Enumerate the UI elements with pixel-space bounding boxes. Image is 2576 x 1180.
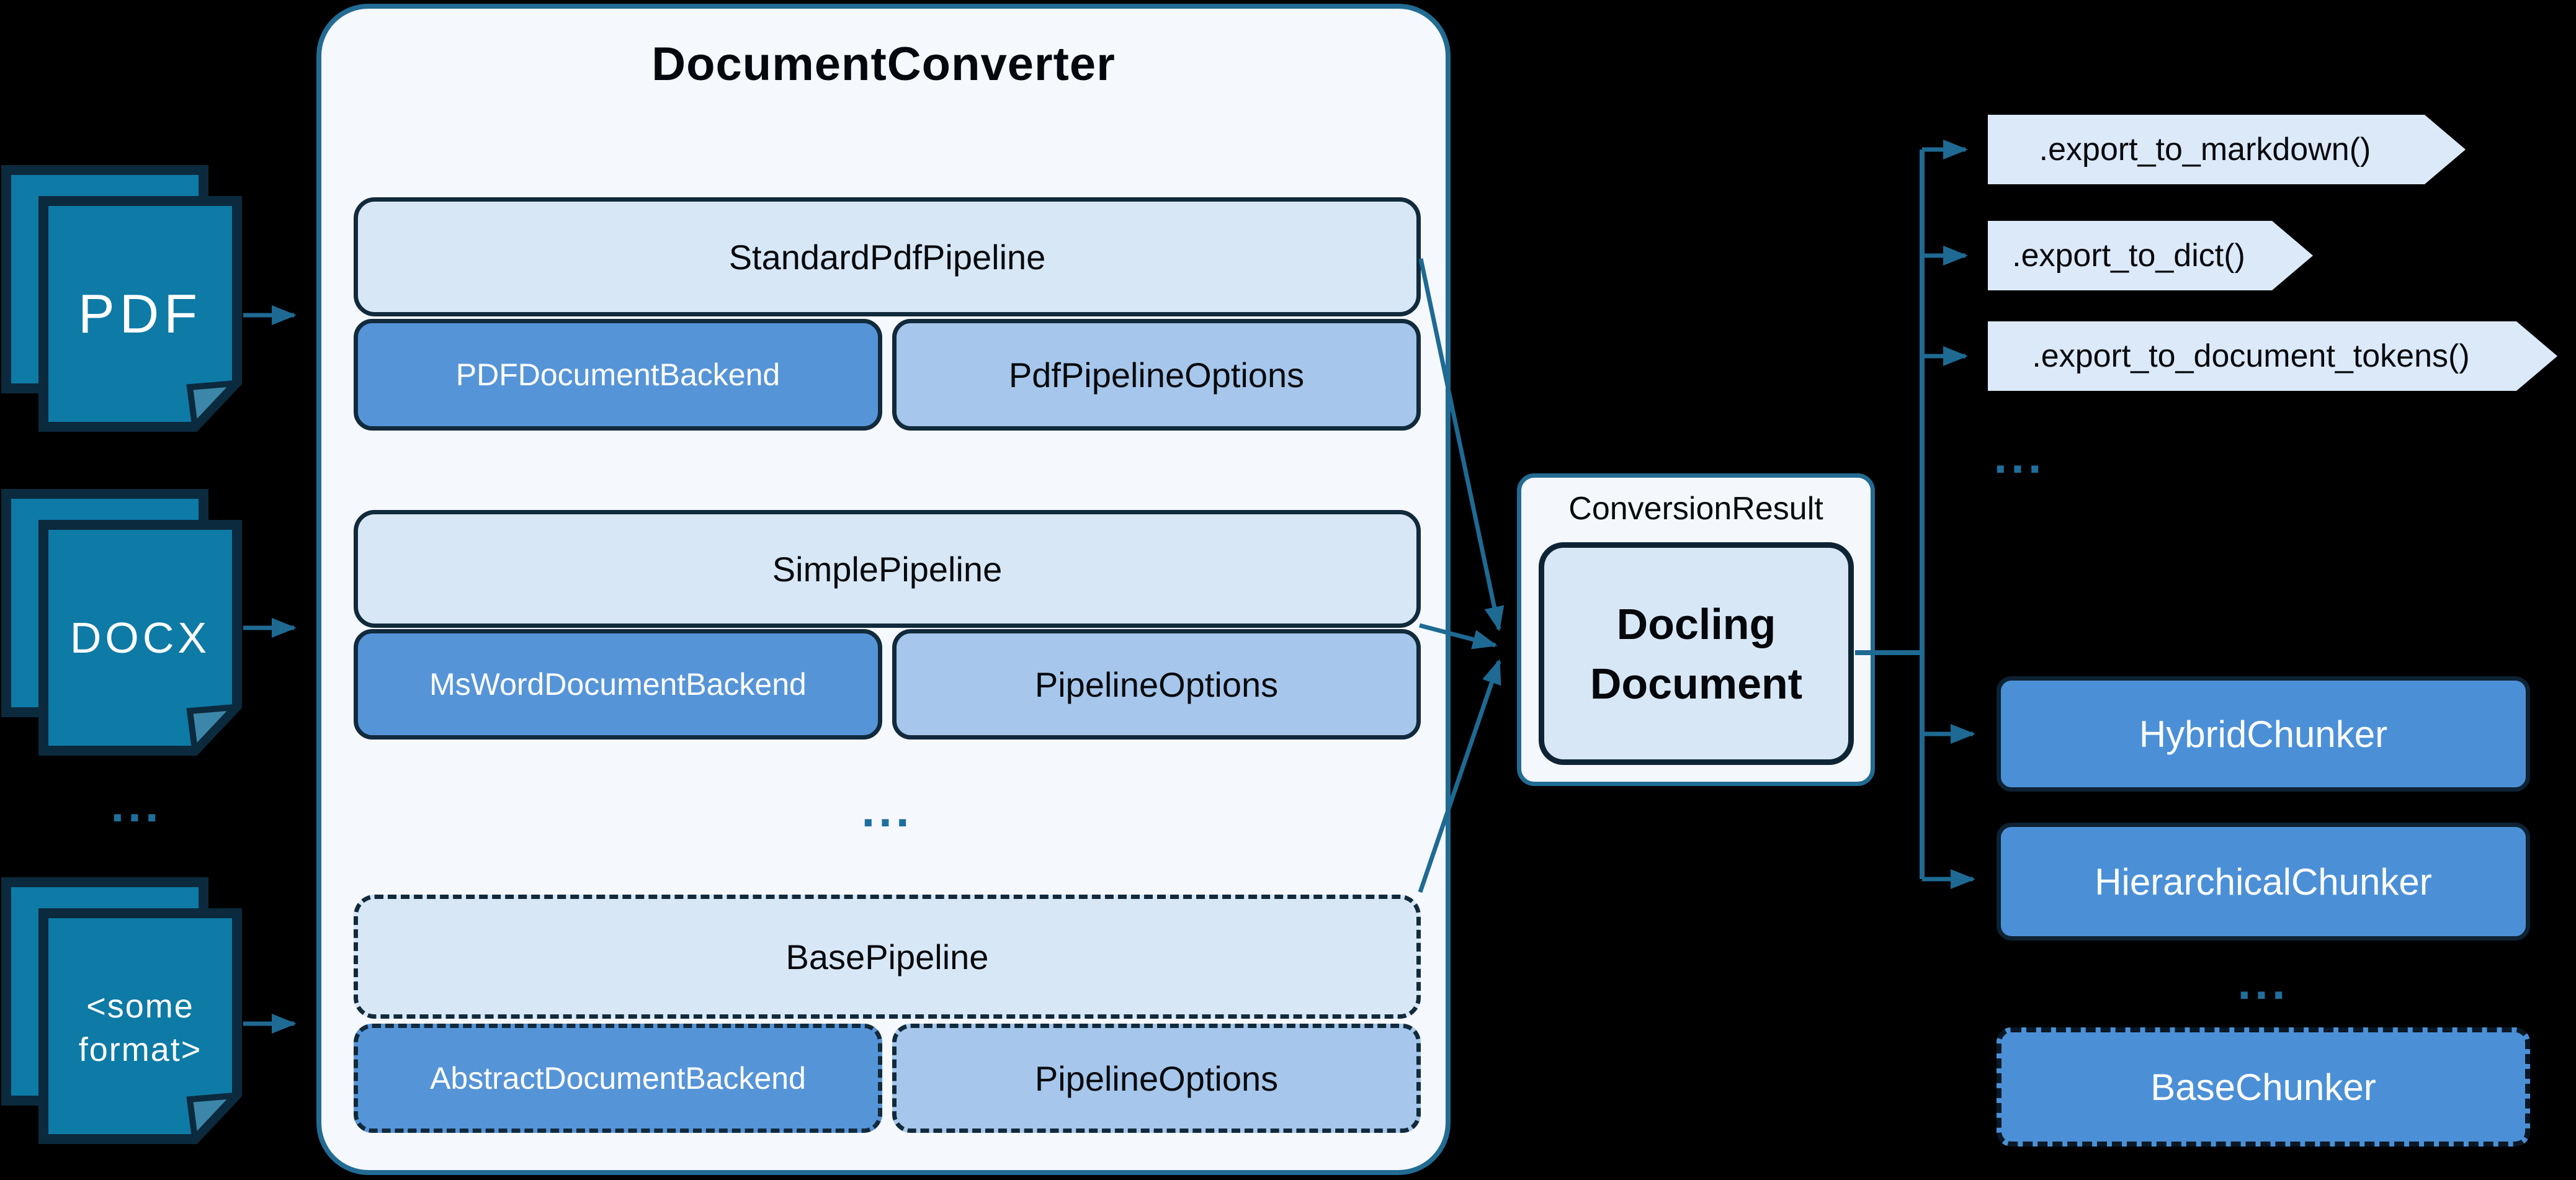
docling-document-box: Docling Document [1539,542,1854,765]
pdf-fold-corner [186,379,243,433]
exports-ellipsis: ... [1993,429,2046,483]
options-pdf-pipeline: PdfPipelineOptions [892,319,1421,431]
docling-document-line1: Docling [1616,599,1776,648]
document-converter-title: DocumentConverter [651,37,1116,91]
docling-document-line2: Document [1590,659,1803,708]
hybrid-chunker-box: HybridChunker [1997,676,2530,792]
pdf-document-icon: PDF [1,165,243,433]
backend-pdf-document: PDFDocumentBackend [354,319,882,431]
conversion-result-label: ConversionResult [1568,491,1823,527]
docx-document-icon: DOCX [1,489,243,757]
hierarchical-chunker-box: HierarchicalChunker [1997,823,2530,941]
pipeline-base: BasePipeline [354,895,1421,1019]
options-pipeline: PipelineOptions [892,629,1421,740]
docx-label: DOCX [70,614,210,662]
export-to-dict-chevron: .export_to_dict() [1988,221,2313,290]
backend-msword-document: MsWordDocumentBackend [354,629,882,740]
converter-ellipsis: ... [861,782,913,837]
some-format-label-line2: format> [79,1031,202,1068]
some-format-label-line1: <some [86,988,194,1025]
docx-fold-corner [186,703,243,757]
backend-abstract-document: AbstractDocumentBackend [354,1024,882,1133]
chunkers-ellipsis: ... [2237,955,2289,1009]
pdf-label: PDF [78,283,202,344]
pipeline-standard-pdf: StandardPdfPipeline [354,197,1421,316]
export-to-markdown-chevron: .export_to_markdown() [1988,115,2466,184]
pipeline-simple: SimplePipeline [354,510,1421,628]
inputs-ellipsis: ... [110,777,163,832]
base-chunker-box: BaseChunker [1997,1027,2530,1146]
export-to-document-tokens-chevron: .export_to_document_tokens() [1988,321,2557,391]
some-format-fold-corner [186,1091,243,1145]
options-base-pipeline: PipelineOptions [892,1024,1421,1133]
some-format-document-icon: <some format> [1,877,243,1145]
